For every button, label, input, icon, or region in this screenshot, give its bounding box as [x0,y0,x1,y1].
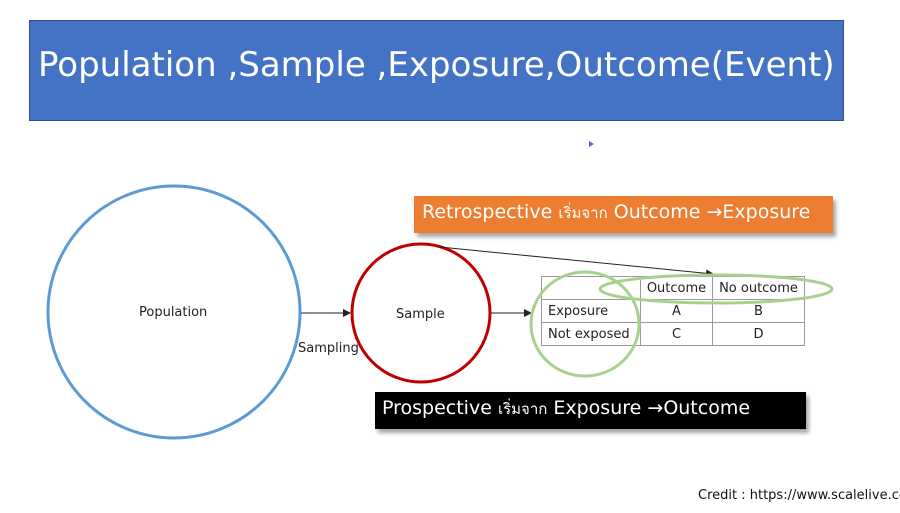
play-marker-icon [589,141,594,147]
retrospective-term: Retrospective [422,201,553,223]
cell-d: D [712,322,805,346]
title-banner: Population ,Sample ,Exposure,Outcome(Eve… [29,20,844,121]
outcome-row-highlight [598,273,834,305]
right-arrow-icon: → [647,397,664,419]
page-title: Population ,Sample ,Exposure,Outcome(Eve… [38,45,835,85]
prospective-term: Prospective [382,397,492,419]
retrospective-box: Retrospective เริ่มจาก Outcome →Exposure [414,196,833,233]
table-row: Not exposed C D [541,322,805,346]
credit-text: Credit : https://www.scalelive.com [698,488,900,503]
sampling-label: Sampling [298,341,359,356]
sample-to-outcome-arrow [439,246,714,278]
retrospective-start: Outcome [613,201,701,223]
prospective-end: Outcome [663,397,751,419]
population-circle [46,184,302,440]
sample-label: Sample [396,307,445,322]
prospective-thai: เริ่มจาก [497,400,548,418]
retrospective-thai: เริ่มจาก [558,204,608,222]
sample-circle [350,242,492,384]
right-arrow-icon: → [706,201,723,223]
prospective-start: Exposure [553,397,642,419]
prospective-box: Prospective เริ่มจาก Exposure →Outcome [375,392,806,429]
exposure-column-highlight [529,270,641,378]
cell-c: C [640,322,713,346]
population-label: Population [139,305,208,320]
row-header-exposure: Exposure [541,299,641,323]
retrospective-end: Exposure [722,201,811,223]
